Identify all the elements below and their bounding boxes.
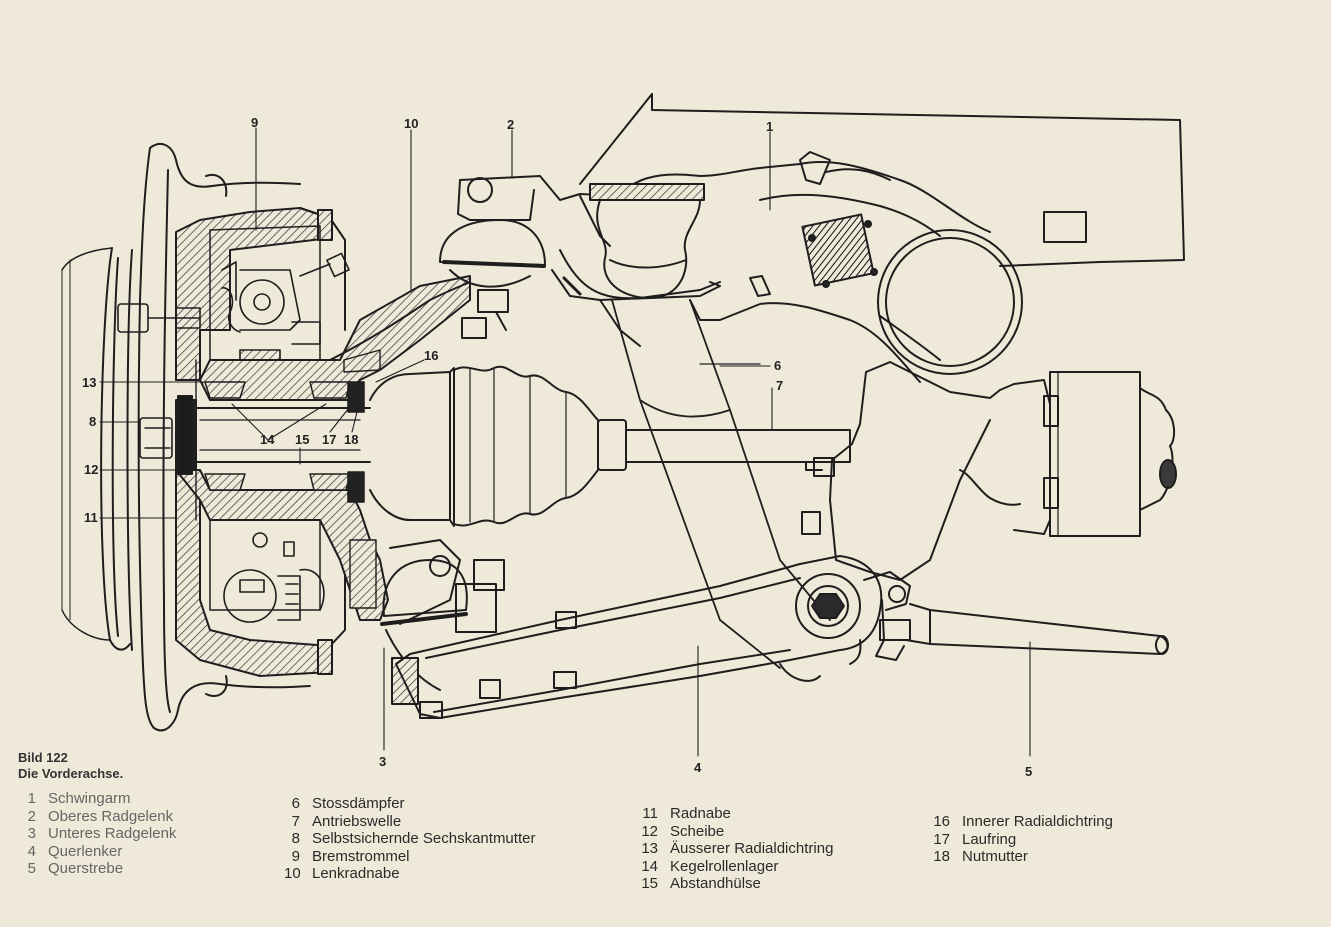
legend-text: Schwingarm (48, 790, 131, 807)
legend-item: 2 Oberes Radgelenk (20, 808, 176, 826)
legend-item: 5 Querstrebe (20, 860, 176, 878)
callout-2: 2 (507, 117, 514, 132)
legend-item: 8 Selbstsichernde Sechskantmutter (284, 830, 536, 848)
tapered-roller-bearings (204, 381, 365, 503)
legend-text: Innerer Radialdichtring (962, 813, 1113, 830)
legend-item: 16 Innerer Radialdichtring (932, 813, 1113, 831)
legend-number: 18 (933, 848, 950, 865)
legend-item: 18 Nutmutter (932, 848, 1113, 866)
legend-text: Querlenker (48, 842, 123, 860)
legend-number: 4 (27, 842, 36, 860)
legend-text: Selbstsichernde Sechskantmutter (312, 830, 536, 847)
callout-14: 14 (260, 432, 275, 447)
callout-5: 5 (1025, 764, 1032, 779)
legend-column-4: 16 Innerer Radialdichtring 17 Laufring 18 N… (932, 813, 1113, 866)
lower-control-arm (395, 555, 911, 719)
callout-7: 7 (776, 378, 783, 393)
legend-text: Radnabe (670, 805, 731, 822)
legend-text: Kegelrollenlager (670, 857, 779, 875)
callout-18: 18 (344, 432, 358, 447)
callout-6: 6 (774, 358, 781, 373)
legend-number: 10 (284, 865, 301, 882)
legend-number: 1 (27, 790, 36, 807)
legend-text: Lenkradnabe (312, 865, 400, 882)
legend-number: 11 (642, 805, 658, 822)
legend-item: 1 Schwingarm (20, 790, 176, 808)
legend-item: 7 Antriebswelle (284, 813, 535, 831)
callout-11: 11 (84, 510, 98, 525)
legend-item: 15 Abstandhülse (640, 875, 833, 893)
legend-number: 17 (933, 830, 950, 848)
legend-item: 3 Unteres Radgelenk (20, 825, 177, 843)
legend-column-3: 11 Radnabe 12 Scheibe 13 Äusserer Radialdic… (640, 805, 833, 893)
callout-8: 8 (89, 414, 96, 429)
callout-12: 12 (84, 462, 98, 477)
figure-title: Die Vorderachse. (18, 766, 124, 781)
legend-item: 10 Lenkradnabe (284, 865, 535, 883)
legend-number: 14 (641, 857, 658, 875)
wheel-rim (61, 143, 311, 732)
legend-number: 13 (641, 840, 658, 857)
legend-text: Oberes Radgelenk (48, 807, 174, 825)
callout-1: 1 (766, 119, 773, 134)
torsion-tube (877, 229, 1023, 375)
legend-item: 13 Äusserer Radialdichtring (640, 840, 833, 858)
legend-number: 5 (27, 860, 36, 877)
legend-item: 17 Laufring (932, 831, 1113, 849)
tie-strut (875, 599, 1169, 661)
legend-text: Scheibe (670, 822, 725, 840)
legend-item: 4 Querlenker (20, 843, 176, 861)
callout-4: 4 (694, 760, 702, 775)
callouts: 9 10 2 1 16 6 7 13 8 14 15 17 18 12 11 3… (82, 115, 1032, 779)
legend-number: 3 (27, 825, 36, 842)
figure-number: Bild 122 (18, 750, 68, 765)
legend-item: 14 Kegelrollenlager (640, 858, 833, 876)
callout-9: 9 (251, 115, 258, 130)
figure-caption: Bild 122 Die Vorderachse. (18, 750, 123, 782)
legend-text: Stossdämpfer (312, 795, 405, 812)
legend-text: Antriebswelle (312, 812, 402, 830)
legend-column-1: 1 Schwingarm 2 Oberes Radgelenk 3 Unteres R… (20, 790, 177, 878)
legend-number: 12 (641, 822, 658, 840)
legend-item: 9 Bremstrommel (284, 848, 535, 866)
callout-3: 3 (379, 754, 386, 769)
callout-17: 17 (322, 432, 336, 447)
legend-text: Querstrebe (48, 860, 124, 877)
brake-mechanism-upper (221, 252, 350, 363)
legend-text: Bremstrommel (312, 847, 410, 865)
drive-shaft (369, 361, 1177, 581)
legend-text: Unteres Radgelenk (48, 825, 177, 842)
hub-carrier (175, 275, 471, 621)
legend-number: 7 (291, 812, 300, 830)
legend-text: Äusserer Radialdichtring (670, 840, 834, 857)
callout-13: 13 (82, 375, 96, 390)
shock-absorber (611, 299, 831, 669)
legend-item: 6 Stossdämpfer (284, 795, 535, 813)
legend-number: 9 (291, 847, 300, 865)
legend-number: 16 (933, 813, 950, 830)
legend-column-2: 6 Stossdämpfer 7 Antriebswelle 8 Selbstsich… (284, 795, 535, 883)
legend-number: 2 (27, 807, 36, 825)
leader-lines (99, 127, 1031, 757)
legend-number: 6 (291, 795, 300, 812)
legend-text: Nutmutter (962, 848, 1028, 865)
legend-number: 8 (291, 830, 300, 847)
brake-mechanism-lower (223, 532, 325, 623)
wheel-nuts (117, 303, 201, 459)
legend-text: Abstandhülse (670, 875, 761, 892)
legend-item: 11 Radnabe (640, 805, 833, 823)
swing-arm-frame (579, 93, 1185, 383)
callout-15: 15 (295, 432, 309, 447)
misc-details (195, 349, 381, 609)
legend-text: Laufring (962, 830, 1017, 848)
legend-number: 15 (641, 875, 658, 892)
callout-16: 16 (424, 348, 438, 363)
callout-10: 10 (404, 116, 418, 131)
legend-item: 12 Scheibe (640, 823, 833, 841)
